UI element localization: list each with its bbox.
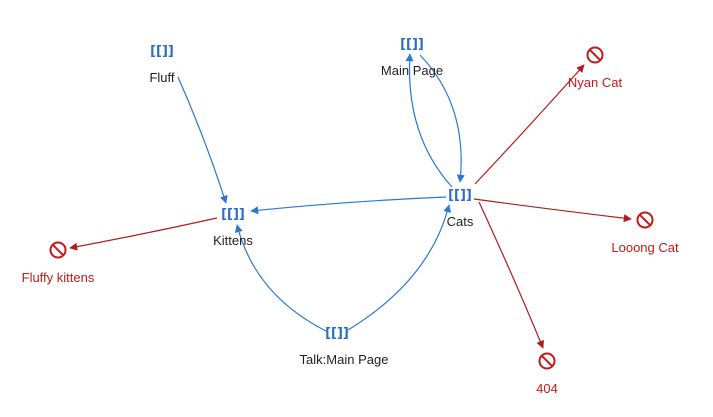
node-label-mainpage: Main Page	[381, 63, 443, 78]
node-mainpage[interactable]: [[]] Main Page	[381, 37, 443, 78]
node-label-e404: 404	[536, 381, 558, 396]
edge-cats-to-looongcat	[473, 198, 632, 223]
node-talkmainpage[interactable]: [[]] Talk:Main Page	[300, 326, 389, 367]
node-label-kittens: Kittens	[213, 233, 253, 248]
node-fluff[interactable]: [[]] Fluff	[149, 44, 174, 85]
wikilink-icon: [[]]	[325, 326, 349, 341]
node-nyancat[interactable]: Nyan Cat	[568, 46, 623, 91]
edge-cats-to-kittens	[250, 196, 447, 215]
edge-mainpage-to-cats	[419, 54, 465, 183]
edge-fluff-to-kittens	[177, 76, 228, 204]
node-label-fluffykittens: Fluffy kittens	[22, 270, 95, 285]
edge-talkmainpage-to-cats	[347, 204, 452, 331]
no-entry-icon	[586, 46, 604, 64]
node-label-nyancat: Nyan Cat	[568, 75, 623, 90]
no-entry-icon	[538, 352, 556, 370]
edge-cats-to-e404	[478, 201, 544, 349]
wikilink-icon: [[]]	[448, 188, 472, 203]
wikilink-icon: [[]]	[150, 44, 174, 59]
node-label-looongcat: Looong Cat	[611, 240, 679, 255]
node-fluffykittens[interactable]: Fluffy kittens	[22, 241, 95, 286]
node-cats[interactable]: [[]] Cats	[447, 188, 474, 229]
node-looongcat[interactable]: Looong Cat	[611, 211, 679, 256]
edge-talkmainpage-to-kittens	[234, 224, 327, 332]
no-entry-icon	[636, 211, 654, 229]
node-kittens[interactable]: [[]] Kittens	[213, 207, 253, 248]
node-label-talkmainpage: Talk:Main Page	[300, 352, 389, 367]
edge-cats-to-mainpage	[405, 53, 453, 188]
node-label-cats: Cats	[447, 214, 474, 229]
edges-layer	[69, 53, 632, 349]
wikilink-icon: [[]]	[221, 207, 245, 222]
node-e404[interactable]: 404	[536, 352, 558, 397]
node-label-fluff: Fluff	[149, 70, 174, 85]
no-entry-icon	[49, 241, 67, 259]
edge-kittens-to-fluffykittens	[69, 217, 218, 251]
edge-cats-to-nyancat	[474, 64, 585, 185]
wikilink-icon: [[]]	[400, 37, 424, 52]
